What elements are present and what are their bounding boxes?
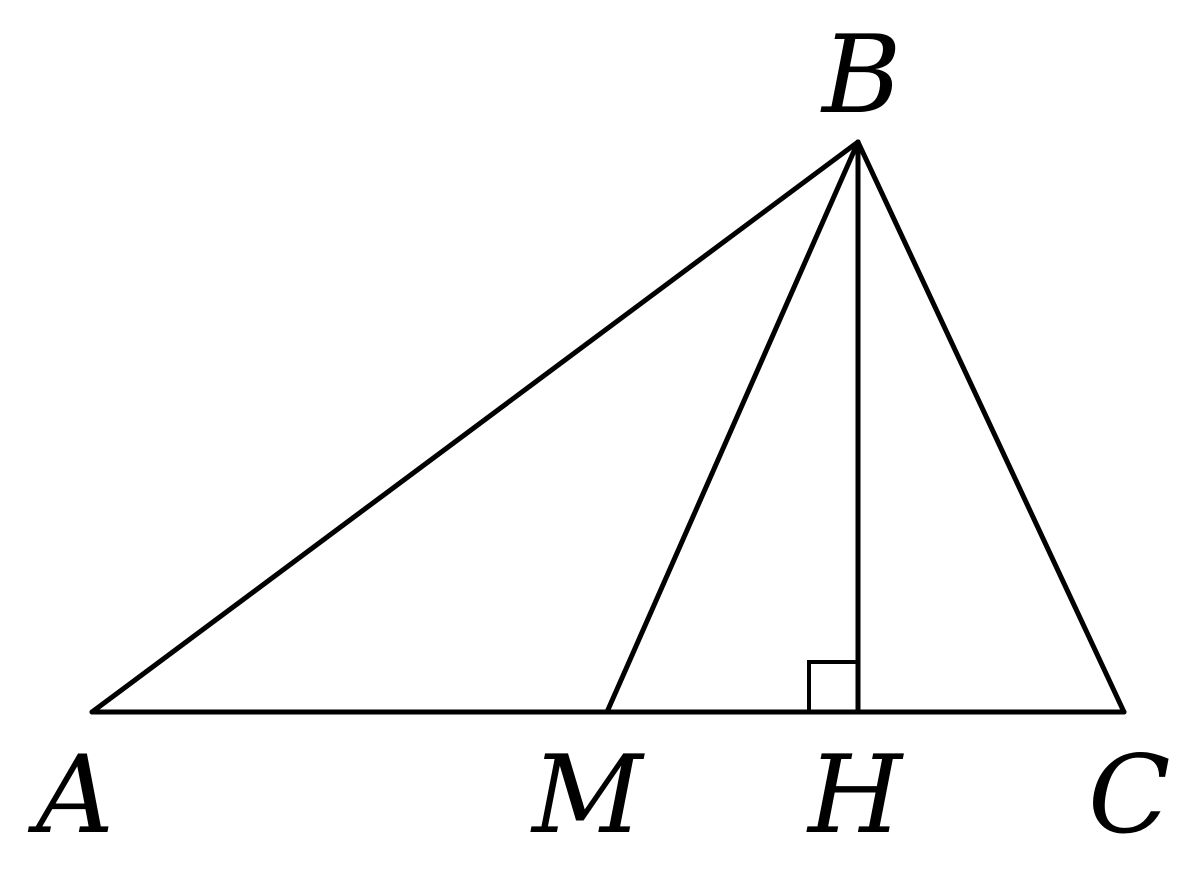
label-point-h: H — [806, 733, 904, 858]
right-angle-marker — [807, 660, 858, 712]
segment-bc — [855, 139, 1127, 715]
label-point-c: C — [1088, 733, 1171, 858]
label-point-b: B — [820, 13, 901, 138]
label-point-m: M — [530, 733, 645, 858]
segment-bm — [604, 139, 861, 715]
segment-ab — [89, 139, 861, 715]
label-point-a: A — [27, 733, 114, 858]
